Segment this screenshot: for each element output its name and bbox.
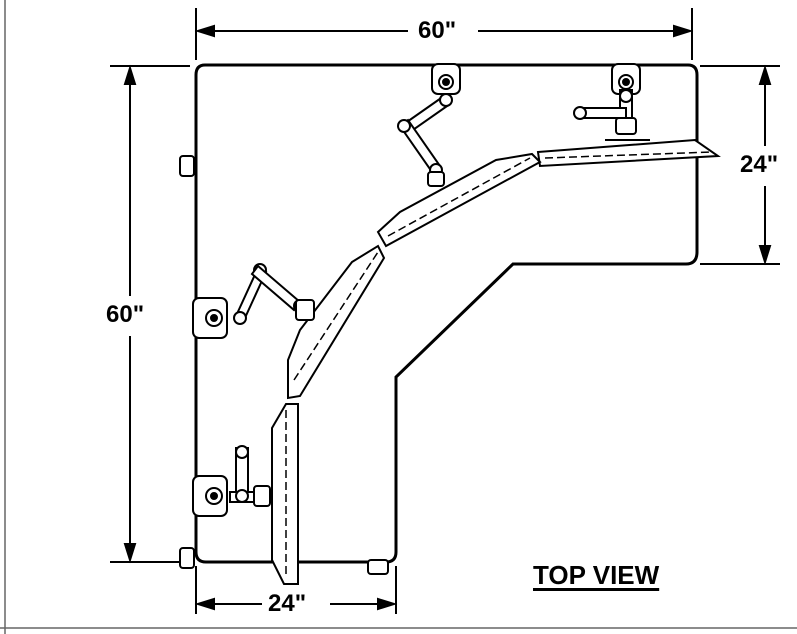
right-depth-dimension: 24"	[740, 151, 779, 178]
bottom-depth-dimension: 24"	[268, 590, 307, 617]
bolt	[179, 547, 195, 569]
monitor-panel	[376, 152, 542, 248]
left-height-dimension: 60"	[106, 301, 145, 328]
monitor-panels	[271, 138, 721, 585]
view-title: TOP VIEW	[533, 560, 660, 590]
desk-outline	[194, 63, 699, 564]
bolt	[367, 559, 389, 575]
top-width-dimension: 60"	[418, 17, 457, 44]
bolt	[179, 155, 195, 177]
monitor-panel	[271, 403, 299, 585]
monitor-arms	[179, 63, 650, 575]
dimension-lines	[110, 8, 780, 614]
